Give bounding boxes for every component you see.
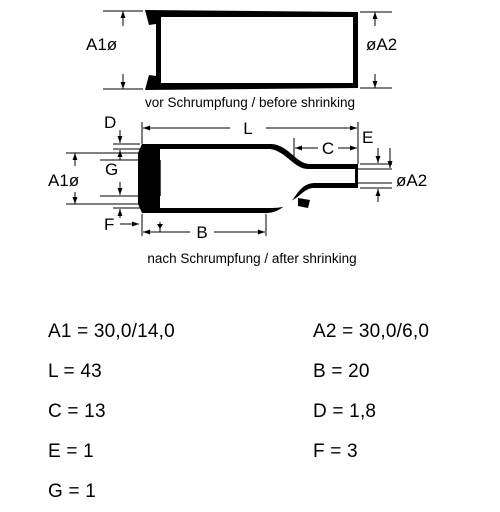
label-a2-before: øA2 [366,35,397,54]
caption-after: nach Schrumpfung / after shrinking [147,251,356,266]
dimension-values: A1 = 30,0/14,0 A2 = 30,0/6,0 L = 43 B = … [48,312,468,512]
spec-g: G = 1 [48,481,96,502]
label-c: C [322,139,334,158]
a2-dimension-after: øA2 [356,171,427,202]
label-a1-after: A1ø [48,171,79,190]
label-g: G [105,160,118,179]
c-dimension: C [293,138,357,158]
caption-before: vor Schrumpfung / before shrinking [145,95,355,110]
b-dimension: B [143,214,267,242]
spec-row: E = 1 F = 3 [48,432,468,472]
l-dimension: L [141,119,359,164]
spec-row: L = 43 B = 20 [48,352,468,392]
spec-c: C = 13 [48,401,106,422]
spec-row: A1 = 30,0/14,0 A2 = 30,0/6,0 [48,312,468,352]
spec-b: B = 20 [313,361,370,382]
g-dimension: G [100,159,160,218]
a2-dimension-before: øA2 [360,11,397,89]
spec-row: G = 1 [48,472,468,512]
label-a2-after: øA2 [396,171,427,190]
label-a1-before: A1ø [86,35,117,54]
label-d: D [104,113,116,132]
label-f: F [104,215,114,234]
label-l: L [243,119,252,138]
label-b: B [196,223,207,242]
spec-l: L = 43 [48,361,102,382]
e-dimension: E [356,128,393,170]
spec-a2: A2 = 30,0/6,0 [313,321,430,342]
spec-a1: A1 = 30,0/14,0 [48,321,175,342]
d-dimension: D [104,113,158,160]
spec-d: D = 1,8 [313,401,377,422]
label-e: E [362,128,373,147]
a1-dimension-after: A1ø [48,152,138,205]
shrink-tube-diagram: A1ø øA2 vor Schrumpfung / before shrinki… [48,10,427,266]
tube-before [145,10,358,90]
spec-row: C = 13 D = 1,8 [48,392,468,432]
f-dimension: F [104,214,163,236]
spec-f: F = 3 [313,441,358,462]
tube-after [138,144,358,213]
a1-dimension-before: A1ø [86,10,143,90]
spec-e: E = 1 [48,441,94,462]
